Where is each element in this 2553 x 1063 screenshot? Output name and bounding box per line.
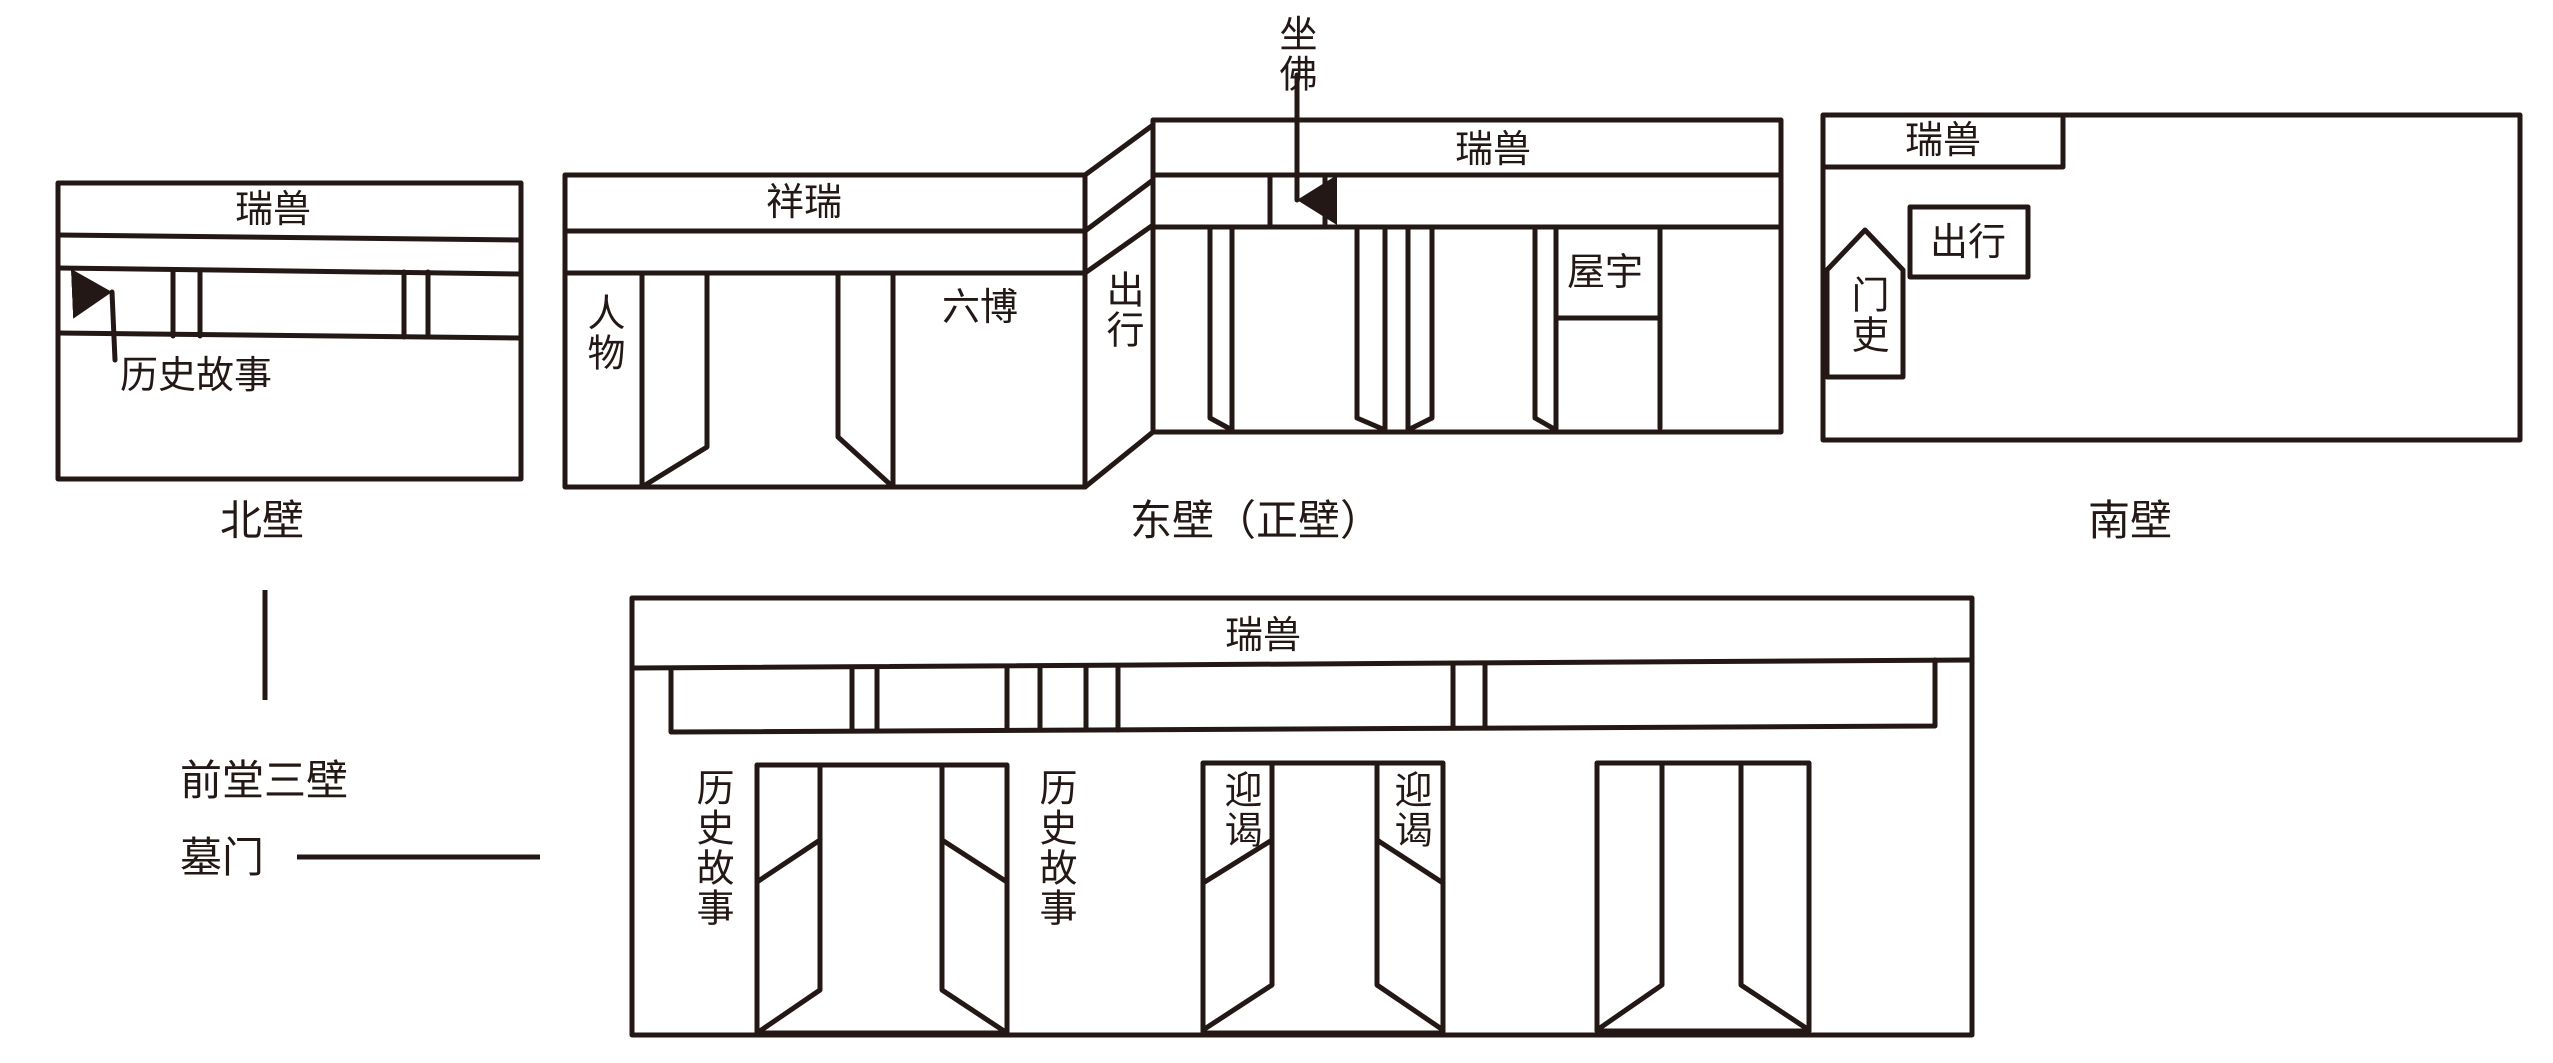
tomb-gate-frieze-divider bbox=[629, 657, 1975, 671]
east-liubo-label: 六博 bbox=[942, 285, 1018, 329]
east-figures-label: 人物 bbox=[581, 293, 625, 373]
tomb-gate bbox=[629, 595, 1975, 1038]
north-beam-bottom bbox=[55, 330, 524, 341]
door-1-right-brace bbox=[939, 837, 1010, 885]
tomb-gate-door-3 bbox=[1594, 760, 1812, 1034]
north-frieze-label: 瑞兽 bbox=[235, 187, 311, 231]
door-1-left-brace bbox=[754, 837, 823, 885]
east-wall bbox=[562, 72, 1784, 490]
south-gate-officer-box bbox=[1824, 227, 1906, 380]
east-left-outline bbox=[562, 172, 1088, 490]
east-left-frieze-label: 祥瑞 bbox=[766, 180, 842, 224]
south-wall-caption: 南壁 bbox=[2088, 496, 2172, 545]
south-procession-box bbox=[1907, 204, 2031, 280]
tomb-gate-lintel bbox=[668, 657, 1938, 735]
tomb-gate-story-left-label: 历史故事 bbox=[690, 768, 734, 928]
legend-front-hall-label: 前堂三壁 bbox=[180, 756, 348, 805]
tomb-gate-greet-left-label: 迎谒 bbox=[1218, 770, 1262, 850]
tomb-gate-door-1 bbox=[754, 762, 1010, 1036]
east-right-pillar-4 bbox=[1532, 226, 1559, 433]
door-3-right-leaf bbox=[1738, 760, 1812, 1033]
south-gate-officer-label: 门吏 bbox=[1845, 275, 1889, 355]
door-3-left-leaf bbox=[1594, 760, 1665, 1033]
east-right-frieze-label: 瑞兽 bbox=[1455, 127, 1531, 171]
east-connector-mid1 bbox=[1082, 177, 1156, 234]
east-right-outline bbox=[1150, 117, 1784, 435]
south-wall bbox=[1820, 112, 2523, 443]
south-wall-outline bbox=[1820, 112, 2523, 443]
door-2-right-brace bbox=[1374, 837, 1446, 886]
east-house-label: 屋宇 bbox=[1567, 250, 1643, 294]
east-right-pillar-1 bbox=[1207, 226, 1235, 433]
east-right-pillar-3 bbox=[1405, 226, 1435, 433]
east-procession-label: 出行 bbox=[1100, 270, 1144, 350]
east-connector-mid2 bbox=[1082, 222, 1156, 276]
north-wall-caption: 北壁 bbox=[220, 496, 304, 545]
north-story-label: 历史故事 bbox=[120, 353, 272, 397]
tomb-gate-greet-right-label: 迎谒 bbox=[1388, 770, 1432, 850]
tomb-gate-story-right-label: 历史故事 bbox=[1033, 768, 1077, 928]
tomb-gate-door-2 bbox=[1200, 760, 1446, 1036]
tomb-gate-frieze-label: 瑞兽 bbox=[1225, 613, 1301, 657]
east-connector-bottom bbox=[1082, 429, 1156, 490]
south-frieze-box bbox=[1820, 112, 2066, 170]
east-left-door-1 bbox=[639, 272, 710, 490]
east-buddha-label: 坐佛 bbox=[1273, 14, 1317, 94]
north-story-arrow bbox=[70, 268, 118, 363]
door-2-left-brace bbox=[1200, 837, 1275, 886]
door-2-left-leaf bbox=[1200, 760, 1275, 1033]
north-frieze-divider bbox=[55, 232, 524, 243]
south-procession-label: 出行 bbox=[1930, 220, 2006, 264]
east-connector-top bbox=[1082, 122, 1156, 178]
north-wall bbox=[55, 180, 524, 482]
east-right-pillar-2 bbox=[1354, 226, 1388, 433]
north-beam-top bbox=[55, 265, 524, 277]
door-1-right-leaf bbox=[939, 762, 1010, 1036]
east-left-door-2 bbox=[835, 272, 896, 490]
legend-tomb-gate-label: 墓门 bbox=[180, 833, 264, 882]
door-1-left-leaf bbox=[754, 762, 823, 1036]
door-2-right-leaf bbox=[1374, 760, 1446, 1033]
east-wall-caption: 东壁（正壁） bbox=[1130, 496, 1382, 545]
south-frieze-label: 瑞兽 bbox=[1905, 118, 1981, 162]
